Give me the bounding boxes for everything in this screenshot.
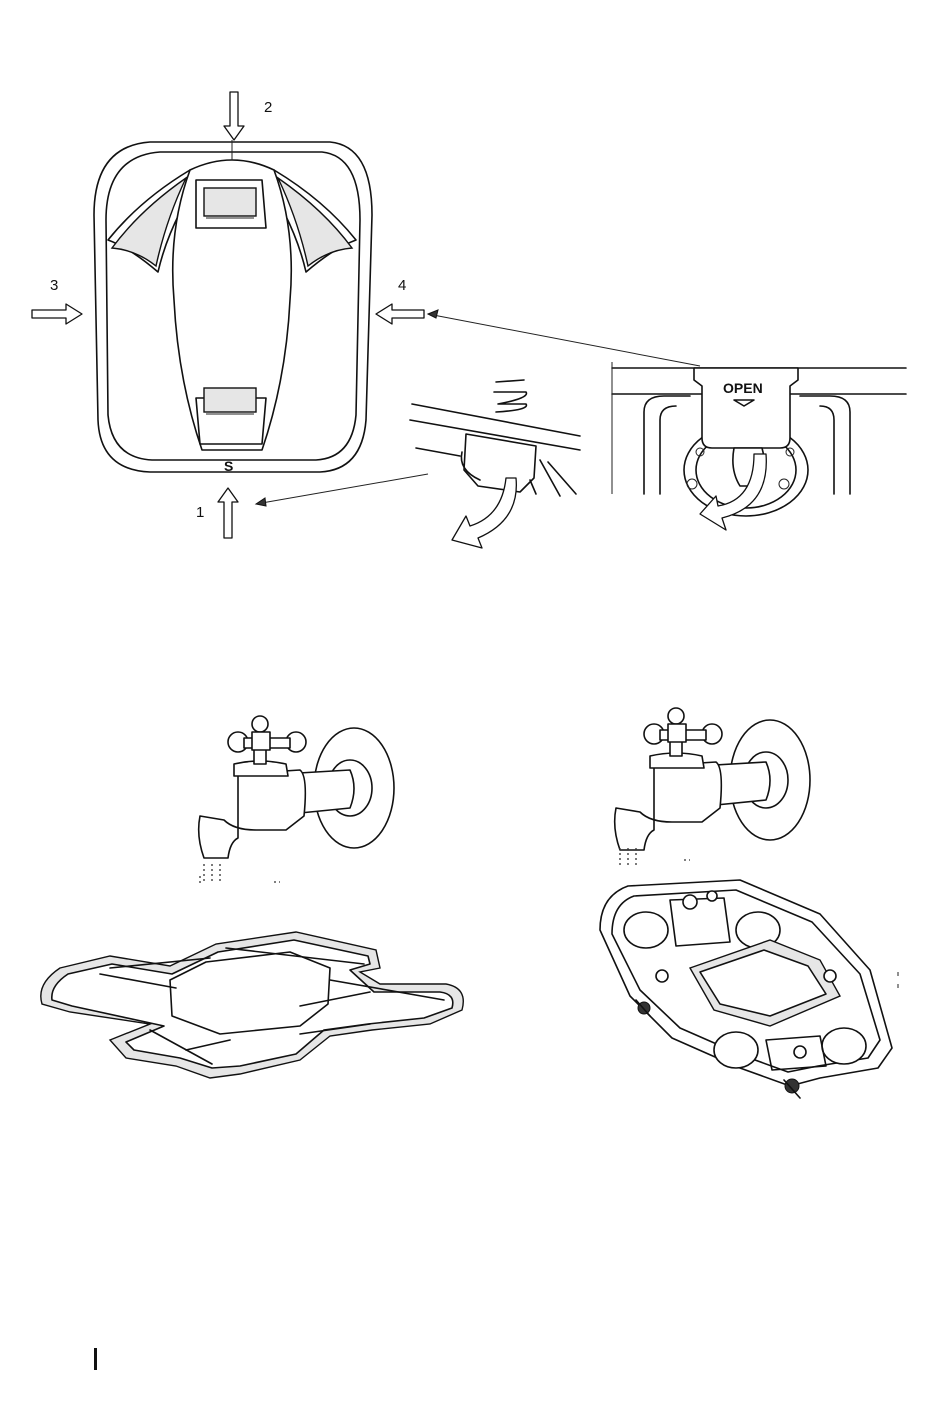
arrow-4: 4 bbox=[376, 277, 424, 324]
robot-logo: S bbox=[224, 458, 233, 474]
arrow-3: 3 bbox=[32, 277, 82, 324]
water-tap-icon bbox=[615, 708, 810, 866]
filter-frame bbox=[41, 932, 463, 1078]
detail-side-latch: OPEN bbox=[612, 368, 906, 530]
arrow-1: 1 bbox=[196, 488, 238, 538]
filter-tray bbox=[600, 880, 898, 1098]
arrow-label-2: 2 bbox=[264, 99, 272, 116]
detail-front-latch bbox=[410, 380, 580, 548]
open-label: OPEN bbox=[723, 380, 763, 396]
leader-line-latch-right bbox=[428, 314, 700, 366]
water-tap-icon bbox=[199, 716, 394, 886]
robot-top-view: S bbox=[94, 140, 372, 474]
arrow-label-4: 4 bbox=[398, 277, 406, 294]
arrow-label-3: 3 bbox=[50, 277, 58, 294]
page-marker bbox=[94, 1348, 97, 1370]
arrow-label-1: 1 bbox=[196, 504, 204, 521]
leader-line-latch-front bbox=[256, 474, 428, 504]
arrow-2: 2 bbox=[224, 92, 272, 140]
